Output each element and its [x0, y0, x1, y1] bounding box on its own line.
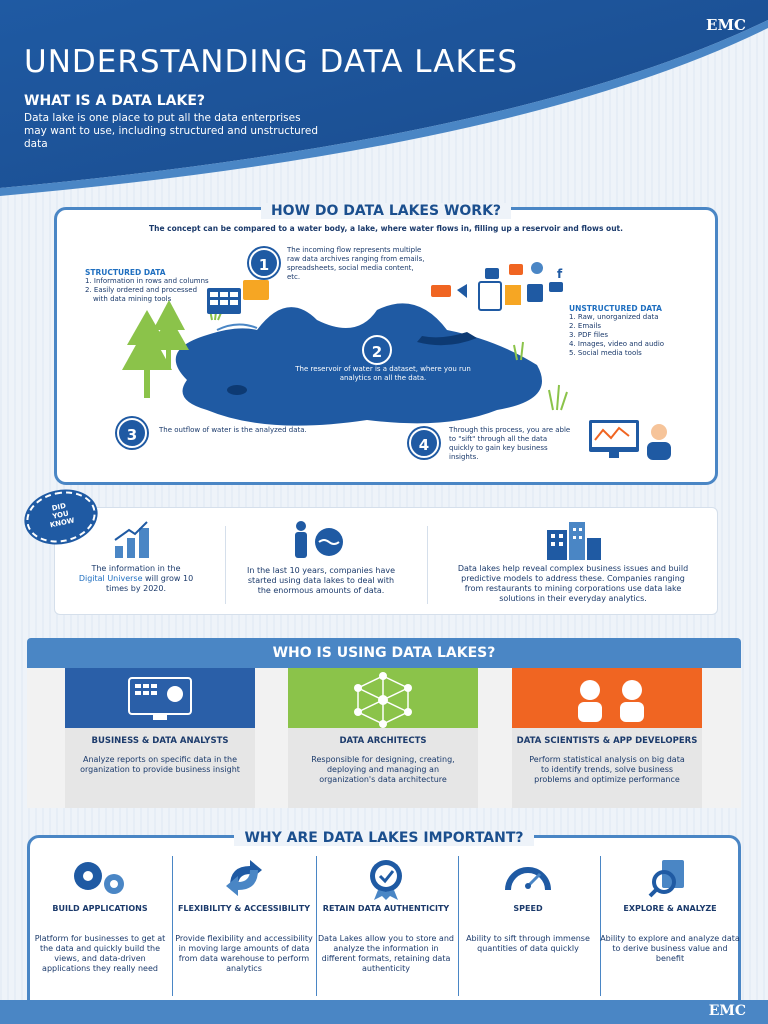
- scientists-icon: [578, 680, 644, 722]
- step-1-text: The incoming flow represents multiple ra…: [287, 246, 425, 281]
- who-desc: Analyze reports on specific data in the …: [80, 755, 240, 774]
- header-wave: [0, 0, 768, 196]
- arrows-icon: [226, 860, 262, 896]
- unstructured-item: 3. PDF files: [569, 331, 609, 339]
- step-3-badge: 3: [117, 418, 147, 448]
- gears-icon: [74, 862, 124, 894]
- step-3-text: The outflow of water is the analyzed dat…: [159, 426, 307, 434]
- structured-label: STRUCTURED DATA: [85, 268, 166, 277]
- who-card-analysts: BUSINESS & DATA ANALYSTS Analyze reports…: [65, 668, 255, 808]
- fact-2: In the last 10 years, companies have sta…: [246, 566, 396, 595]
- why-section: WHY ARE DATA LAKES IMPORTANT? BUILD APPL…: [27, 830, 741, 1015]
- digital-universe-link[interactable]: Digital Universe: [78, 574, 143, 583]
- unstructured-label: UNSTRUCTURED DATA: [569, 304, 662, 313]
- structured-item: with data mining tools: [93, 295, 172, 303]
- who-desc: Perform statistical analysis on big data…: [529, 755, 685, 784]
- who-heading: WHO IS USING DATA LAKES?: [27, 638, 741, 668]
- brand-logo: EMC: [706, 16, 746, 34]
- dashboard-icon: [128, 677, 192, 720]
- how-description: The concept can be compared to a water b…: [149, 224, 623, 233]
- who-name: DATA SCIENTISTS & APP DEVELOPERS: [516, 736, 698, 746]
- buildings-icon: [547, 522, 601, 560]
- who-card-architects: DATA ARCHITECTS Responsible for designin…: [288, 668, 478, 808]
- why-item: BUILD APPLICATIONS Platform for business…: [30, 856, 170, 974]
- step-2-text: The reservoir of water is a dataset, whe…: [295, 365, 471, 382]
- footer-brand-logo: EMC: [708, 1003, 746, 1019]
- how-section: HOW DO DATA LAKES WORK? The concept can …: [54, 203, 718, 485]
- unstructured-item: 4. Images, video and audio: [569, 340, 665, 348]
- who-name: BUSINESS & DATA ANALYSTS: [91, 736, 229, 746]
- why-item: EXPLORE & ANALYZE Ability to explore and…: [600, 856, 740, 964]
- who-card-scientists: DATA SCIENTISTS & APP DEVELOPERS Perform…: [512, 668, 702, 808]
- who-desc: Responsible for designing, creating, dep…: [311, 755, 455, 784]
- step-4-badge: 4: [409, 428, 439, 458]
- structured-item: 1. Information in rows and columns: [85, 277, 209, 285]
- step-4-text: Through this process, you are able to "s…: [449, 426, 571, 461]
- fact-3: Data lakes help reveal complex business …: [457, 564, 689, 603]
- fact-1: The information in the Digital Universe …: [78, 564, 194, 593]
- what-text: Data lake is one place to put all the da…: [24, 112, 319, 150]
- lake-illustration: [122, 300, 568, 426]
- analyst-icon: [589, 420, 671, 460]
- speedometer-icon: [505, 867, 551, 891]
- unstructured-item: 2. Emails: [569, 322, 601, 330]
- why-item: FLEXIBILITY & ACCESSIBILITY Provide flex…: [174, 856, 314, 974]
- unstructured-item: 5. Social media tools: [569, 349, 642, 357]
- what-heading: WHAT IS A DATA LAKE?: [24, 93, 206, 109]
- why-item: SPEED Ability to sift through immense qu…: [458, 856, 598, 954]
- who-name: DATA ARCHITECTS: [339, 736, 427, 746]
- magnifier-document-icon: [648, 860, 684, 898]
- why-item: RETAIN DATA AUTHENTICITY Data Lakes allo…: [316, 856, 456, 974]
- network-icon: [354, 672, 412, 728]
- media-icons: f: [431, 262, 563, 311]
- person-lake-icon: [295, 521, 343, 558]
- badge-check-icon: [370, 860, 402, 900]
- how-heading: HOW DO DATA LAKES WORK?: [260, 203, 512, 219]
- did-you-know-section: The information in the Digital Universe …: [54, 507, 718, 615]
- why-heading: WHY ARE DATA LAKES IMPORTANT?: [234, 830, 534, 846]
- page-title: UNDERSTANDING DATA LAKES: [24, 44, 519, 80]
- step-2-badge: 2: [362, 335, 392, 365]
- structured-item: 2. Easily ordered and processed: [85, 286, 198, 294]
- header: EMC UNDERSTANDING DATA LAKES WHAT IS A D…: [0, 0, 768, 200]
- growth-chart-icon: [114, 521, 149, 558]
- footer-band: [0, 1000, 768, 1024]
- spreadsheet-icon: [207, 280, 269, 314]
- svg-text:f: f: [557, 267, 563, 281]
- step-1-badge: 1: [249, 248, 279, 278]
- unstructured-item: 1. Raw, unorganized data: [569, 313, 659, 321]
